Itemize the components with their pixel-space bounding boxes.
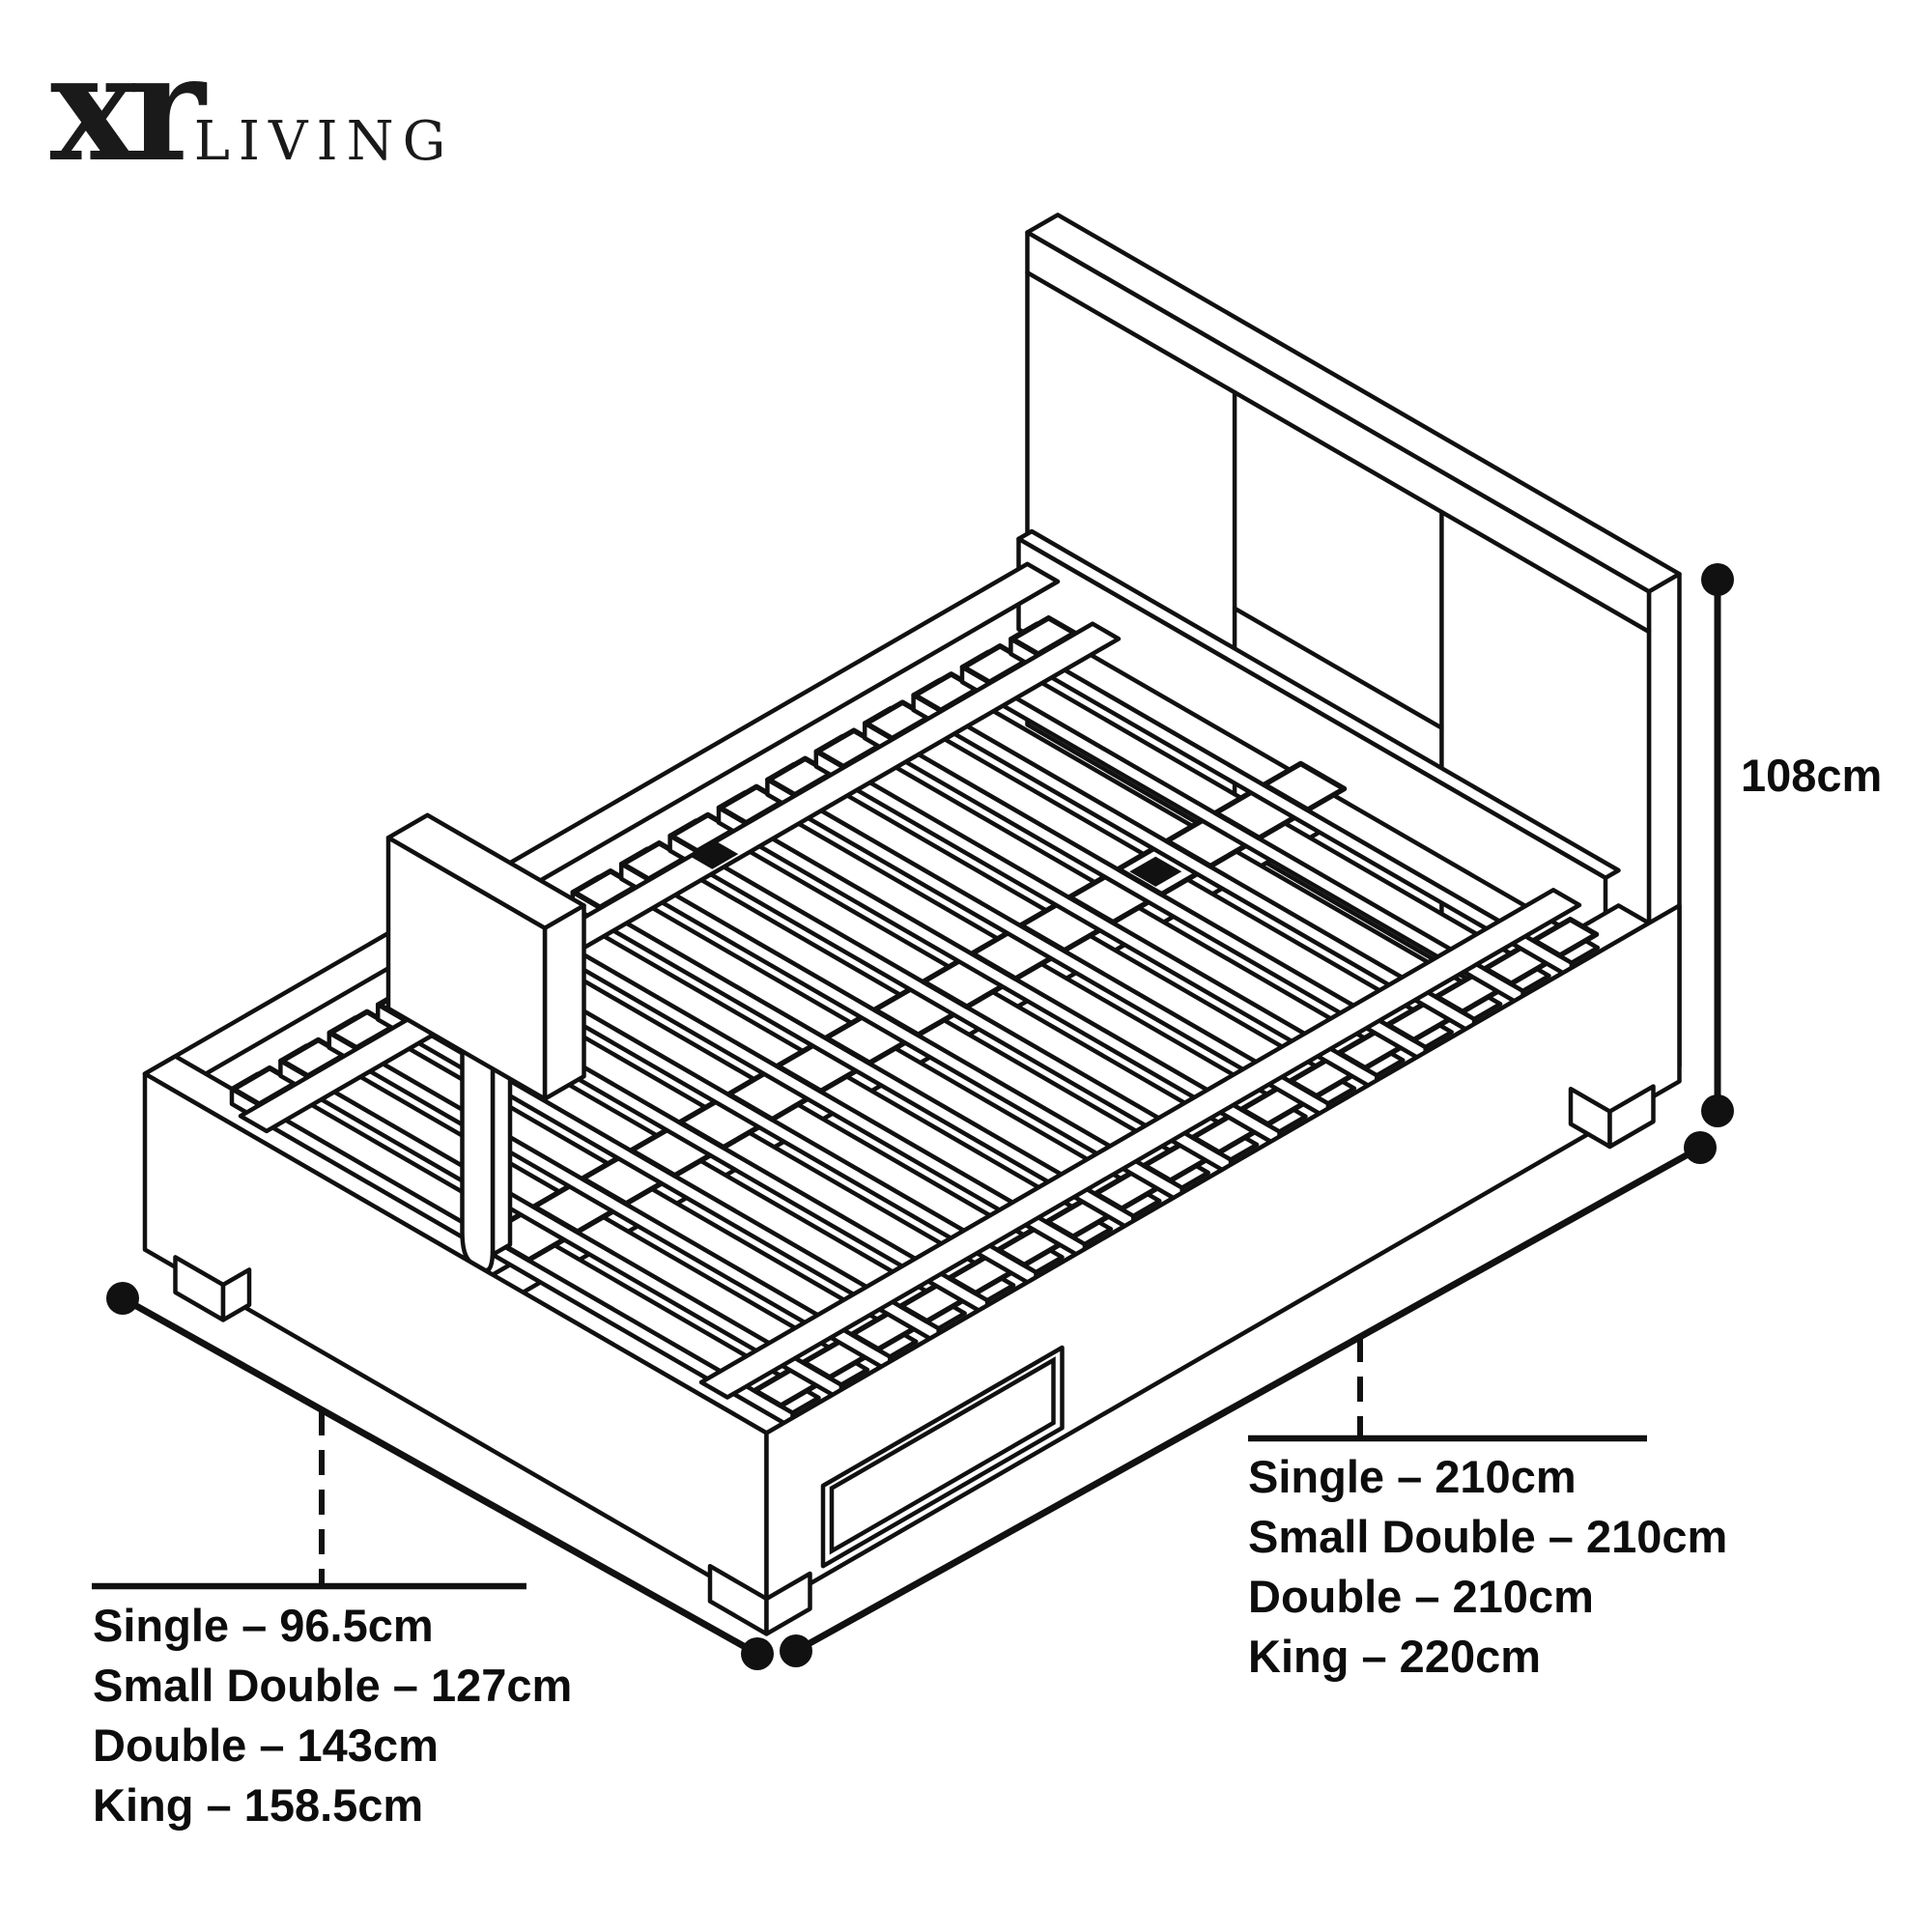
dimension-annotations <box>92 563 1734 1670</box>
height-dimension-label: 108cm <box>1741 750 1883 801</box>
slats <box>229 614 1601 1431</box>
length-label-single: Single – 210cm <box>1248 1451 1577 1502</box>
length-dimension-labels: Single – 210cm Small Double – 210cm Doub… <box>1248 1447 1727 1687</box>
width-label-double: Double – 143cm <box>93 1719 439 1771</box>
length-label-double: Double – 210cm <box>1248 1571 1594 1622</box>
length-label-king: King – 220cm <box>1248 1631 1542 1682</box>
tv-lift-unit <box>385 812 586 1273</box>
width-label-small-double: Small Double – 127cm <box>93 1660 573 1711</box>
width-label-single: Single – 96.5cm <box>93 1600 434 1651</box>
logo-word: LIVING <box>193 110 455 173</box>
width-dimension-labels: Single – 96.5cm Small Double – 127cm Dou… <box>93 1596 572 1835</box>
logo-mark: xr <box>50 21 206 194</box>
length-label-small-double: Small Double – 210cm <box>1248 1511 1728 1562</box>
base-frame <box>142 903 1682 1636</box>
brand-logo: xrLIVING <box>50 21 454 194</box>
width-label-king: King – 158.5cm <box>93 1779 424 1831</box>
